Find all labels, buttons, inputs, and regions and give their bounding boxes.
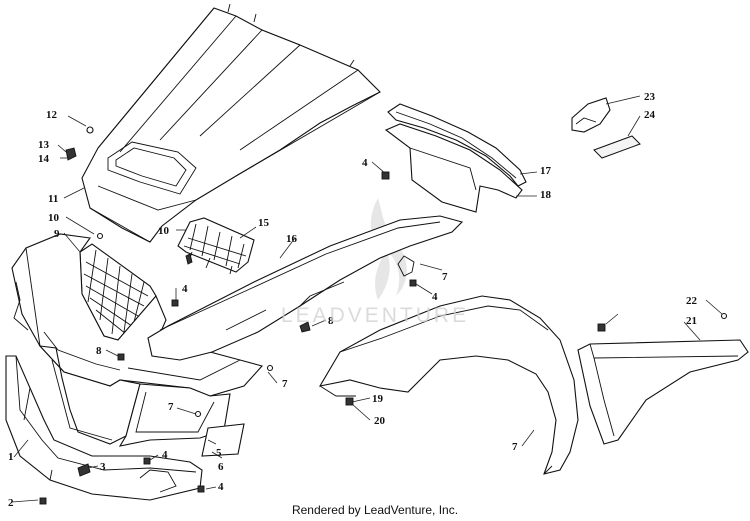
leader-lines	[11, 95, 723, 503]
mount-plate-part-18	[384, 123, 523, 213]
callout-8a: 8	[96, 345, 102, 357]
callout-22: 22	[686, 295, 698, 307]
callout-4c: 4	[218, 481, 224, 493]
callout-17: 17	[540, 165, 552, 177]
callout-11: 11	[48, 193, 58, 205]
side-trim-part-6	[201, 423, 245, 457]
callout-4a: 4	[182, 283, 188, 295]
callout-10a: 10	[48, 212, 60, 224]
hood-part-11	[81, 3, 381, 243]
callout-10b: 10	[158, 225, 170, 237]
callout-13: 13	[38, 139, 50, 151]
callout-4d: 4	[362, 157, 368, 169]
side-panel-part-16	[147, 215, 464, 361]
clip-part-23	[571, 97, 611, 133]
callout-14: 14	[38, 153, 50, 165]
strip-part-24	[593, 135, 641, 159]
callout-20: 20	[374, 415, 386, 427]
callout-3: 3	[100, 461, 106, 473]
callout-labels: 1 2 3 4 4 4 4 4 5 6 7 7 7 7 8 8 9 10 10 …	[8, 91, 698, 509]
callout-8b: 8	[328, 315, 334, 327]
callout-16: 16	[286, 233, 298, 245]
callout-15: 15	[258, 217, 270, 229]
watermark-text: LEADVENTURE	[280, 304, 470, 327]
callout-1: 1	[8, 451, 14, 463]
footer-credit: Rendered by LeadVenture, Inc.	[291, 503, 459, 517]
center-grille-part-15	[177, 217, 255, 275]
support-bracket-part-17	[387, 103, 527, 187]
callout-4e: 4	[432, 291, 438, 303]
callout-23: 23	[644, 91, 656, 103]
callout-5: 5	[216, 447, 222, 459]
side-panel-part-21	[577, 339, 749, 445]
callout-18: 18	[540, 189, 552, 201]
fender-part-19	[318, 295, 579, 475]
lower-bumper	[5, 355, 203, 501]
callout-7d: 7	[512, 441, 518, 453]
callout-12: 12	[46, 109, 58, 121]
callout-6: 6	[218, 461, 224, 473]
callout-7a: 7	[168, 401, 174, 413]
callout-9: 9	[54, 228, 60, 240]
callout-4b: 4	[162, 449, 168, 461]
callout-7b: 7	[282, 378, 288, 390]
callout-19: 19	[372, 393, 384, 405]
fasteners	[39, 126, 728, 505]
callout-21: 21	[686, 315, 697, 327]
callout-24: 24	[644, 109, 656, 121]
callout-2: 2	[8, 497, 14, 509]
callout-7c: 7	[442, 271, 448, 283]
